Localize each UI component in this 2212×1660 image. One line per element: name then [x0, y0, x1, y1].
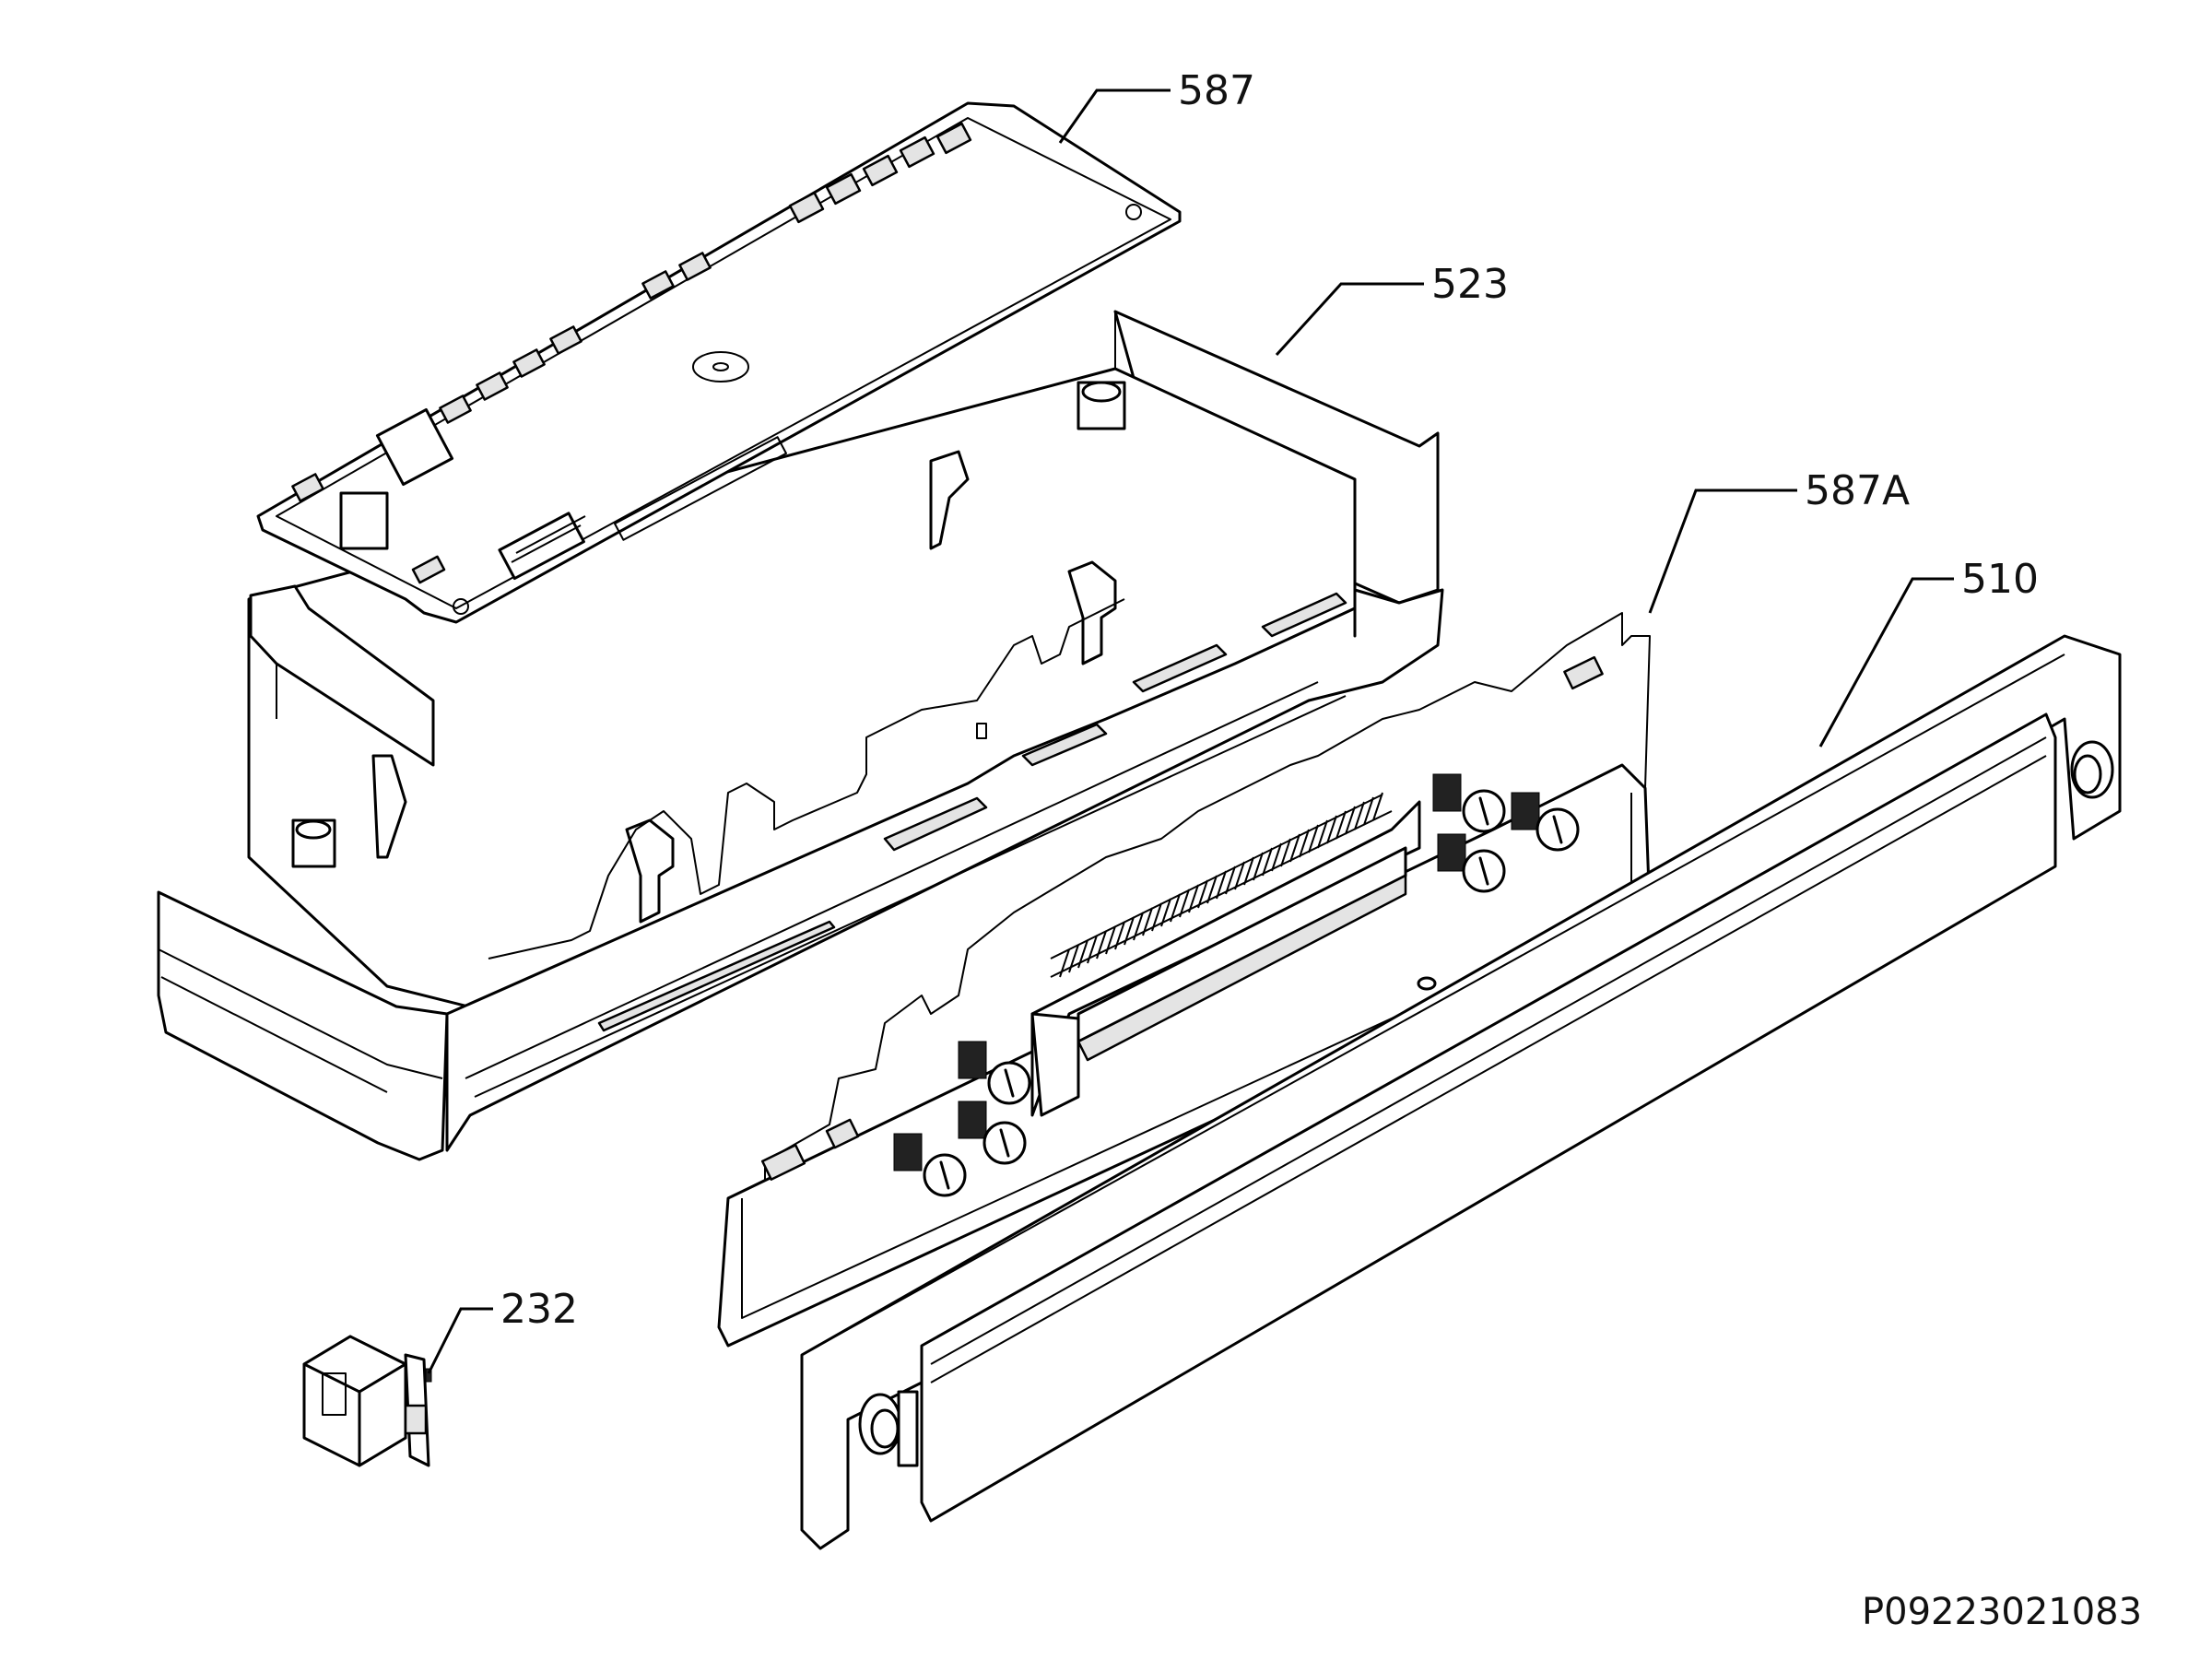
leader-line-587 [1058, 88, 1171, 144]
leader-line-232 [427, 1307, 493, 1374]
transformer-part-232 [302, 1335, 432, 1467]
lcd-pin-comb [1059, 792, 1383, 978]
lcd-display [1030, 792, 1421, 1117]
push-button [1437, 833, 1506, 893]
front-fascia-part-510 [800, 634, 2122, 1550]
mounting-hole [858, 1393, 902, 1455]
push-button [893, 1133, 967, 1197]
part-label-232: 232 [500, 1286, 578, 1333]
part-label-587: 587 [1178, 67, 1255, 114]
push-button [958, 1041, 1031, 1105]
screw-boss [291, 818, 336, 868]
mounting-hole [2070, 740, 2114, 799]
part-label-510: 510 [1961, 556, 2039, 603]
leader-line-587a [1648, 489, 1797, 614]
push-button [1432, 773, 1506, 833]
push-button [958, 1101, 1027, 1165]
leader-line-510 [1818, 577, 1954, 748]
screw-boss [1077, 381, 1126, 430]
main-pcb-part-587 [256, 101, 1182, 624]
part-label-523: 523 [1431, 261, 1509, 308]
drawing-reference-code: P09223021083 [1862, 1591, 2142, 1633]
part-label-587a: 587A [1805, 467, 1910, 514]
connector-row [291, 122, 972, 502]
display-pcb-part-587a [717, 612, 1652, 1348]
leader-line-523 [1275, 282, 1424, 357]
push-button [1511, 792, 1580, 852]
